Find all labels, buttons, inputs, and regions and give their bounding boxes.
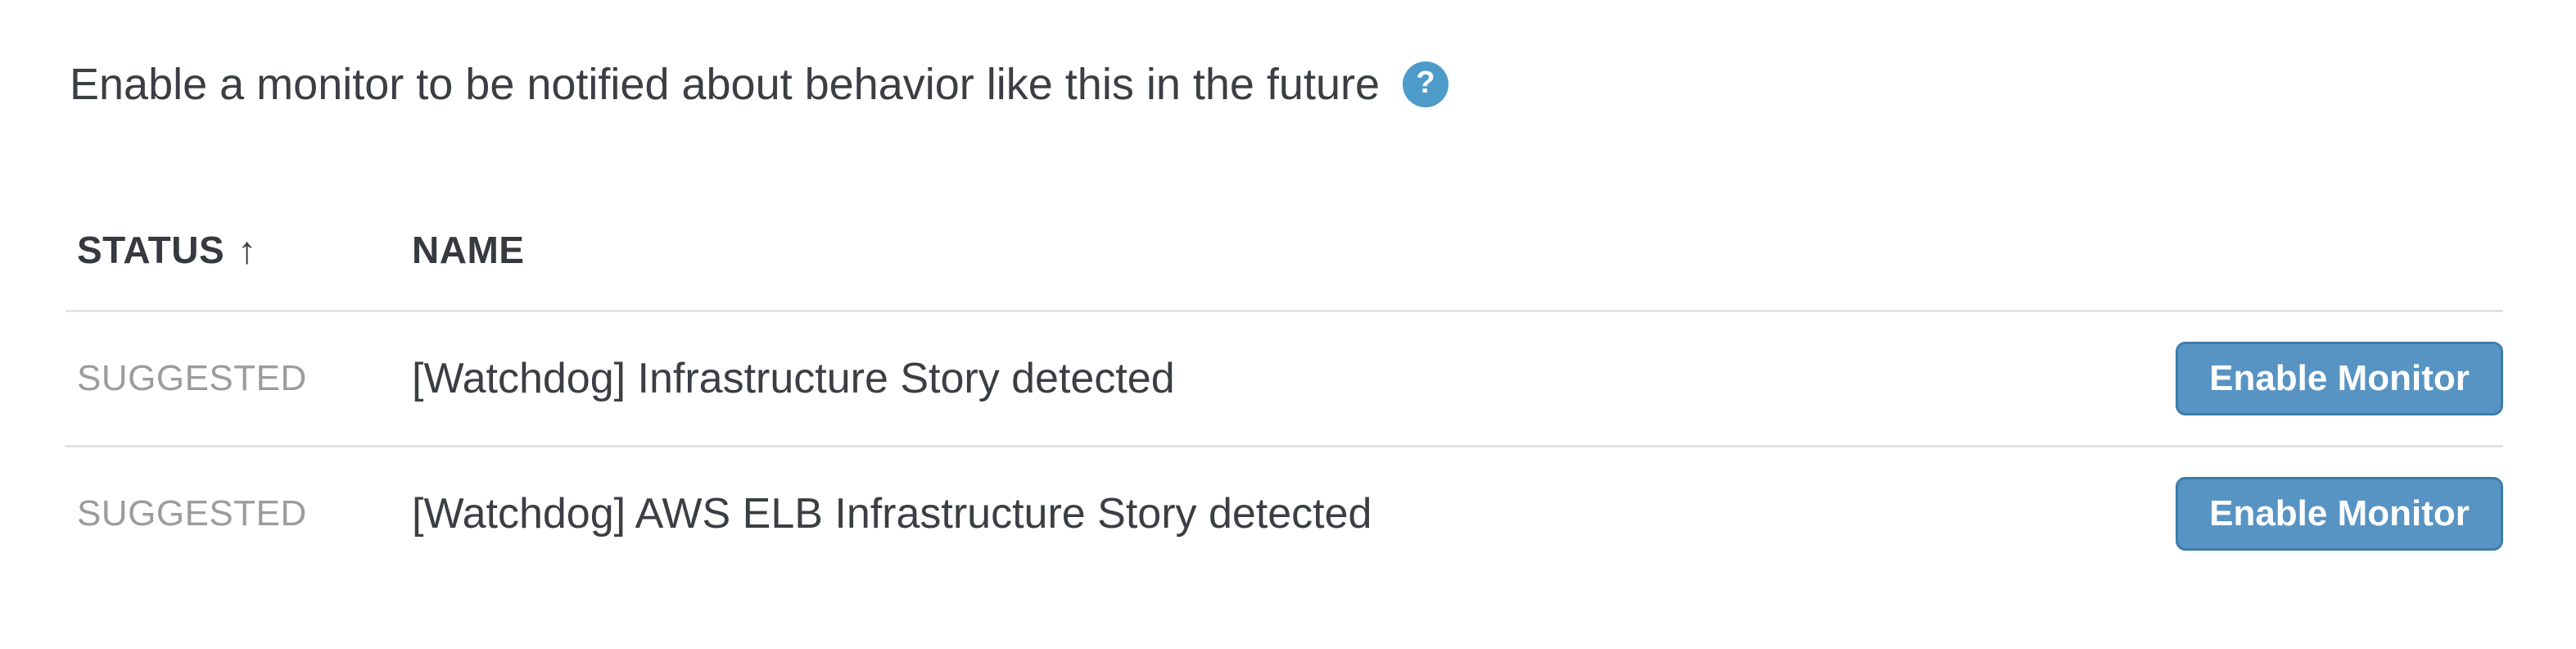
table-header-row: STATUS ↑ NAME [66, 190, 2503, 310]
panel-heading: Enable a monitor to be notified about be… [70, 57, 2503, 111]
action-cell: Enable Monitor [2176, 477, 2503, 551]
monitor-name: [Watchdog] AWS ELB Infrastructure Story … [412, 490, 1372, 538]
action-cell: Enable Monitor [2176, 342, 2503, 415]
enable-monitor-button[interactable]: Enable Monitor [2176, 342, 2503, 415]
monitor-name: [Watchdog] Infrastructure Story detected [412, 355, 1175, 402]
status-badge: SUGGESTED [77, 358, 307, 398]
table-row: SUGGESTED [Watchdog] Infrastructure Stor… [66, 310, 2503, 445]
column-header-status-label: STATUS [77, 229, 225, 271]
sort-ascending-icon: ↑ [237, 229, 257, 271]
help-icon[interactable]: ? [1403, 61, 1449, 107]
status-badge: SUGGESTED [77, 493, 307, 533]
suggested-monitors-table: STATUS ↑ NAME SUGGESTED [Watchdog] Infras… [66, 190, 2503, 580]
column-header-status[interactable]: STATUS ↑ [66, 228, 412, 272]
column-header-name-label: NAME [412, 229, 525, 271]
panel-heading-text: Enable a monitor to be notified about be… [70, 60, 1381, 109]
enable-monitor-button[interactable]: Enable Monitor [2176, 477, 2503, 551]
status-cell: SUGGESTED [66, 493, 412, 534]
status-cell: SUGGESTED [66, 358, 412, 399]
column-header-name[interactable]: NAME [412, 228, 2503, 272]
table-row: SUGGESTED [Watchdog] AWS ELB Infrastruct… [66, 445, 2503, 580]
